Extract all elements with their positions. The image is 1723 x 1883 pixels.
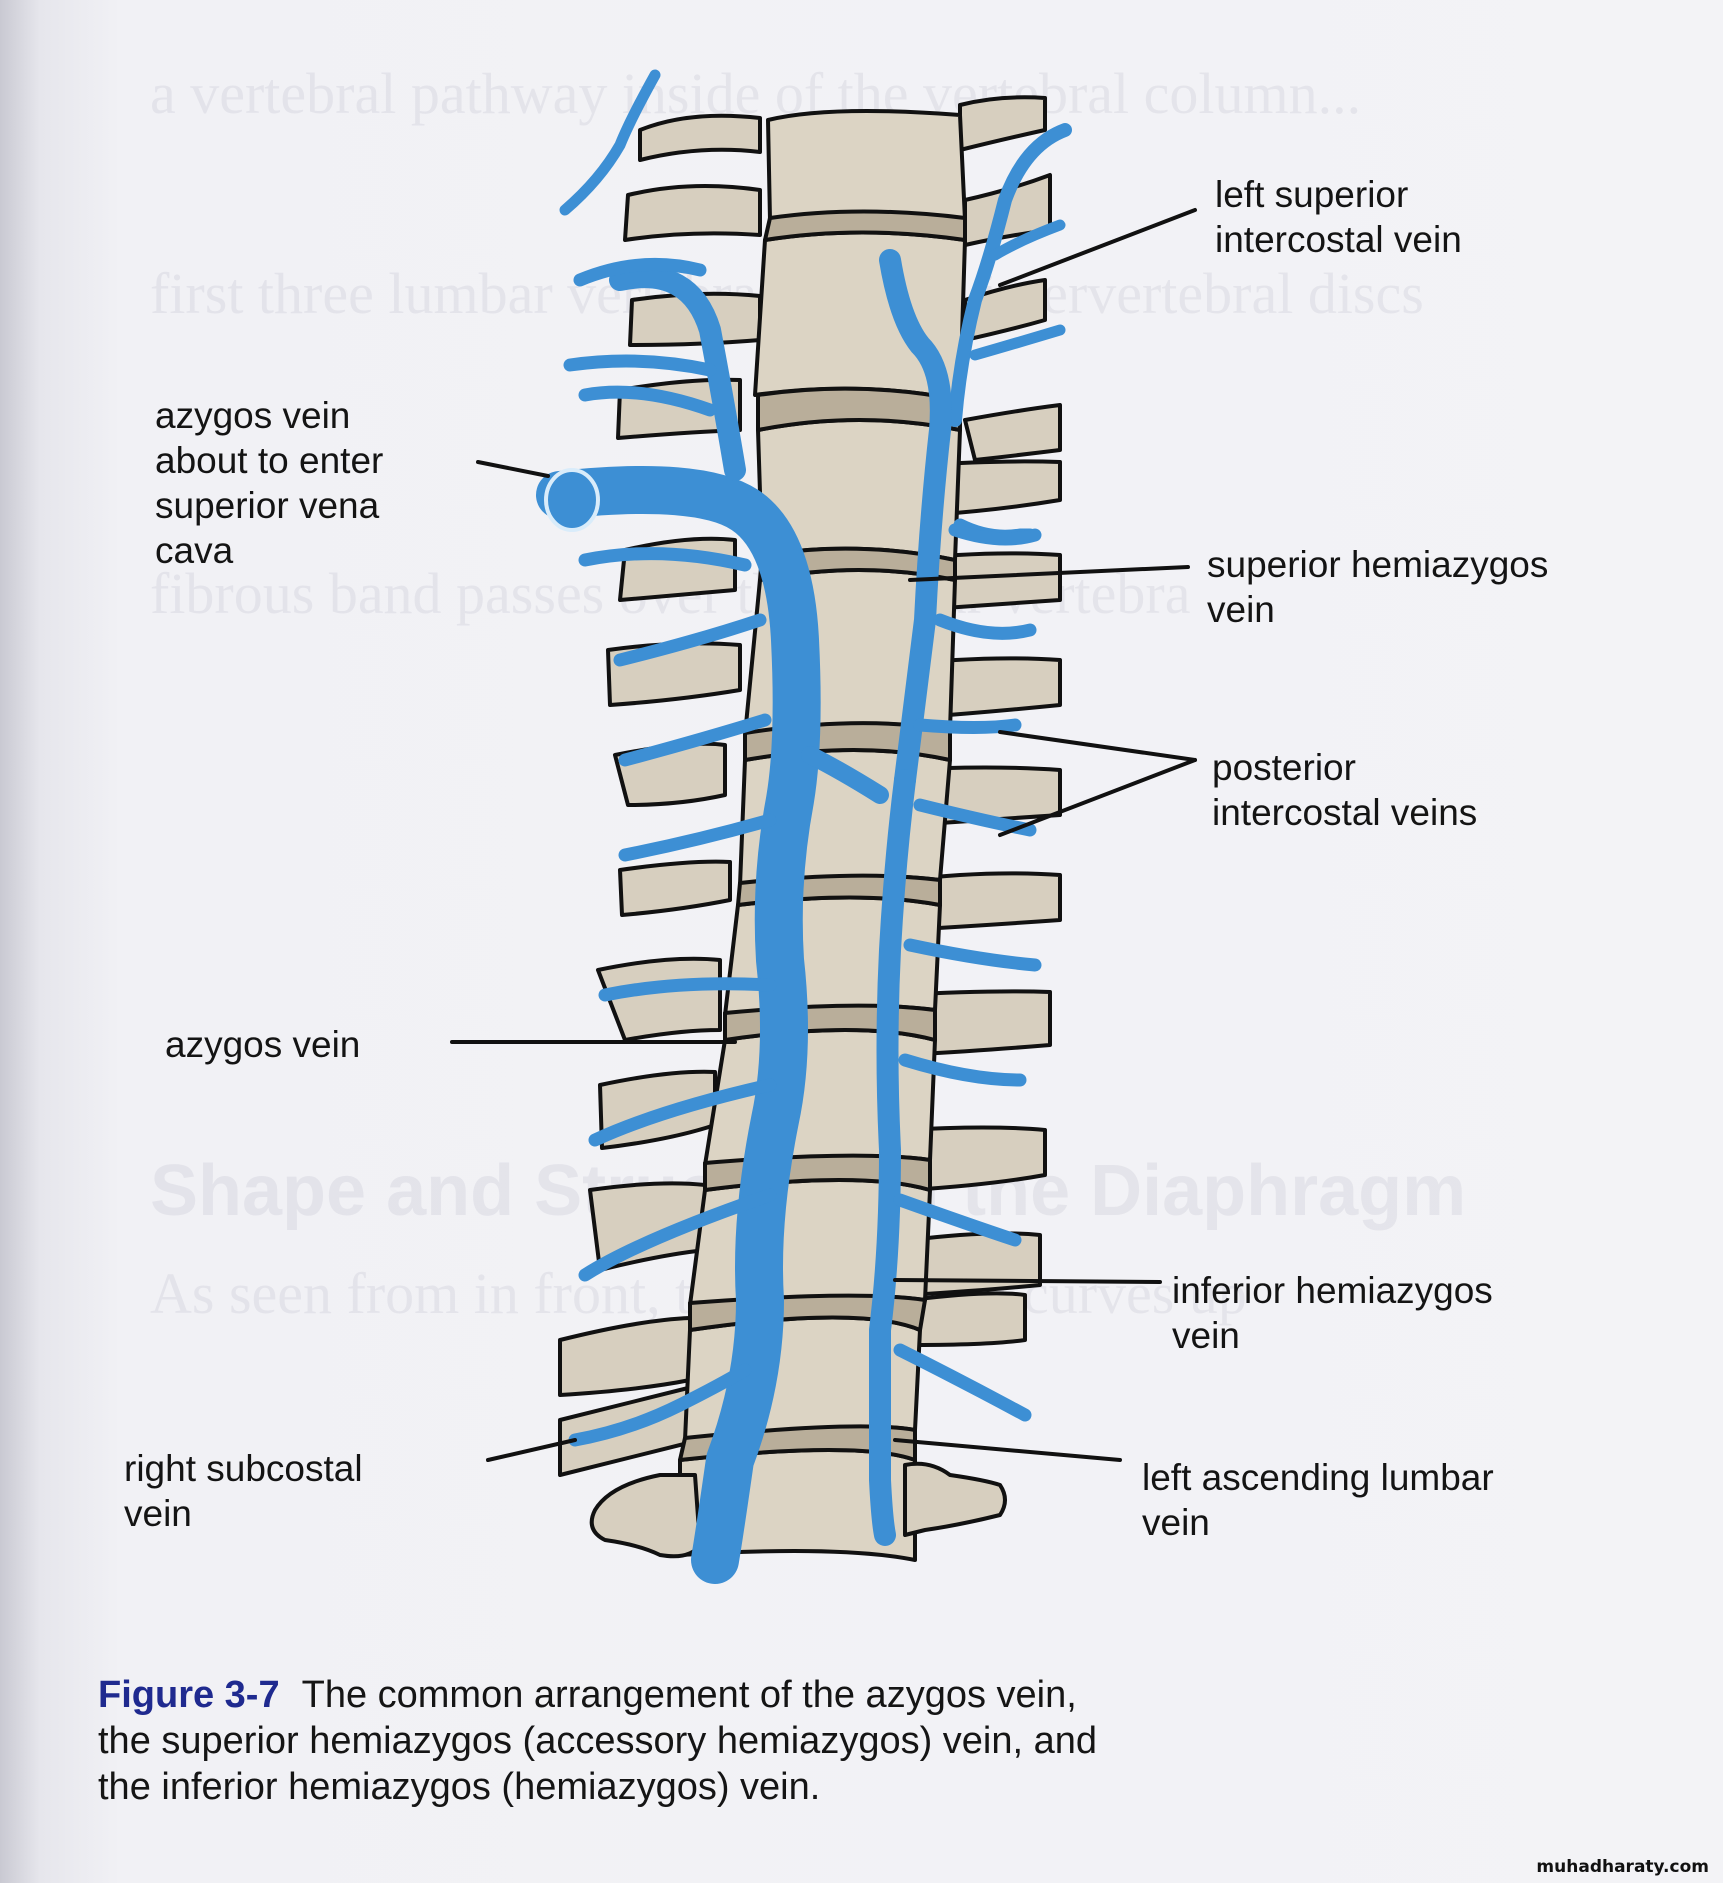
label-line: about to enter [155,440,384,481]
figure-number: Figure 3-7 [98,1674,280,1716]
superior-hemiazygos-vein [879,249,952,791]
caption-line: the inferior hemiazygos (hemiazygos) vei… [98,1766,821,1808]
label-line: inferior hemiazygos [1172,1270,1493,1311]
leader-posterior-intercostal-a [998,730,1197,762]
azygos-vein [536,466,821,1584]
label-left-ascending-lumbar-vein: left ascending lumbar vein [1142,1455,1494,1545]
leader-azygos-svc [476,460,550,478]
leader-left-ascending-lumbar [893,1438,1122,1462]
left-superior-intercostal-branch [969,324,1066,361]
show-through-text: a vertebral pathway inside of the verteb… [150,61,1362,126]
leader-right-subcostal [486,1438,577,1462]
left-superior-intercostal-vein [948,123,1072,427]
label-line: left superior [1215,174,1409,215]
label-posterior-intercostal-veins: posterior intercostal veins [1212,745,1477,835]
label-line: azygos vein [155,395,351,436]
label-inferior-hemiazygos-vein: inferior hemiazygos vein [1172,1268,1493,1358]
lumbar-transverse-processes [589,1461,1007,1559]
label-line: cava [155,530,234,571]
left-superior-intercostal-branch [989,219,1066,261]
leader-posterior-intercostal-b [998,758,1197,837]
label-line: vein [1207,589,1275,630]
leader-inferior-hemiazygos [893,1278,1162,1284]
right-subcostal-vein [568,1363,752,1447]
label-azygos-vein: azygos vein [165,1022,360,1067]
vein-top-left-branch [559,69,661,216]
label-right-subcostal-vein: right subcostal vein [124,1446,363,1536]
label-line: vein [124,1493,192,1534]
label-line: intercostal veins [1212,792,1478,833]
leader-superior-hemiazygos [908,565,1190,582]
label-line: intercostal vein [1215,219,1462,260]
right-posterior-intercostal-veins [563,257,777,1282]
caption-text: The common arrangement of the azygos vei… [301,1674,1077,1716]
hemiazygos-azygos-communication [801,746,889,804]
label-azygos-about-to-enter-svc: azygos vein about to enter superior vena… [155,393,383,573]
caption-line: the superior hemiazygos (accessory hemia… [98,1720,1098,1762]
label-line: superior hemiazygos [1207,544,1549,585]
label-line: superior vena [155,485,380,526]
label-superior-hemiazygos-vein: superior hemiazygos vein [1207,542,1548,632]
leader-lines [450,208,1197,1462]
label-line: vein [1142,1502,1210,1543]
label-line: vein [1172,1315,1240,1356]
left-posterior-intercostal-veins [893,518,1042,1422]
label-left-superior-intercostal-vein: left superior intercostal vein [1215,172,1462,262]
label-line: posterior [1212,747,1356,788]
veins [536,69,1072,1584]
label-line: right subcostal [124,1448,363,1489]
watermark: muhadharaty.com [1536,1857,1709,1877]
leader-left-superior-intercostal [998,208,1197,287]
azygos-svc-opening [544,468,600,532]
inferior-hemiazygos-vein [868,769,916,1546]
label-line: left ascending lumbar [1142,1457,1494,1498]
caption-line: Figure 3-7 The common arrangement of the … [98,1672,1618,1718]
figure-caption: Figure 3-7 The common arrangement of the … [98,1672,1618,1810]
label-line: azygos vein [165,1024,361,1065]
vertebral-column [558,95,1062,1562]
azygos-upper-tributary [609,266,746,481]
